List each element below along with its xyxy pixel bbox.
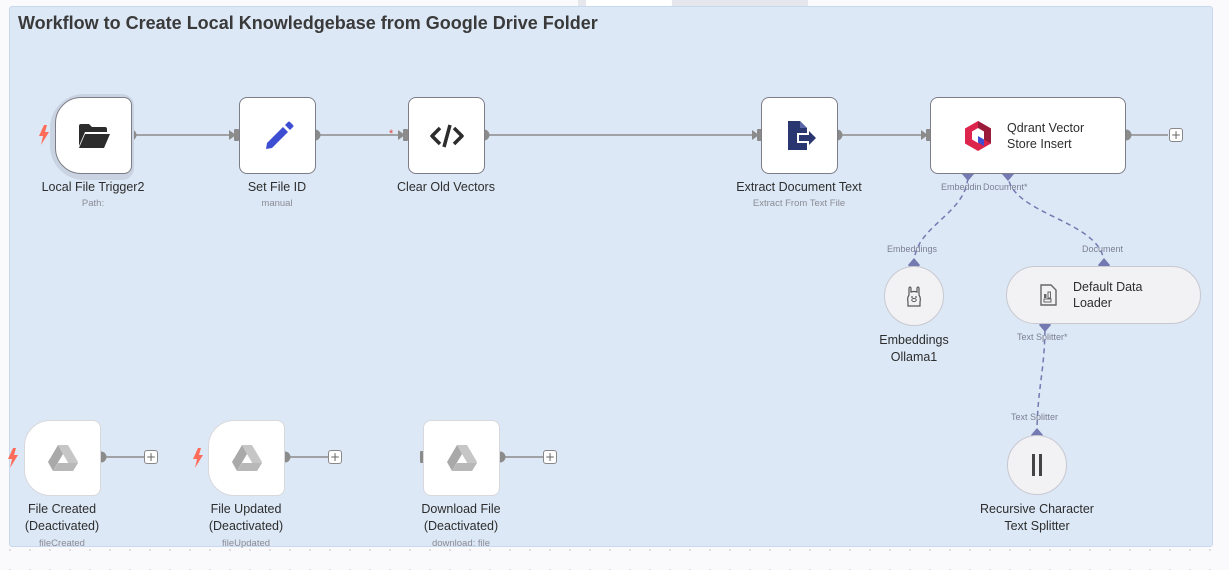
- port-label-loader-document: Document: [1082, 244, 1124, 254]
- node-label-clear-old-vectors: Clear Old Vectors: [397, 180, 495, 194]
- loader-node-title: Default Data Loader: [1073, 279, 1142, 311]
- required-input-marker: *: [389, 128, 394, 140]
- add-node-after-file-created-button[interactable]: +: [144, 450, 158, 464]
- add-node-after-file-updated-button[interactable]: +: [328, 450, 342, 464]
- text-splitter-icon: [1030, 453, 1044, 477]
- node-subtitle-set-file-id: manual: [261, 198, 293, 209]
- loader-title-line1: Default Data: [1073, 280, 1143, 294]
- node-default-data-loader[interactable]: Default Data Loader: [1006, 266, 1201, 324]
- ollama-label-line2: Ollama1: [890, 350, 938, 364]
- download-file-label-line2: (Deactivated): [423, 519, 499, 533]
- splitter-label-line2: Text Splitter: [1004, 519, 1070, 533]
- trigger-bolt-icon: [8, 448, 18, 468]
- file-created-label-line2: (Deactivated): [24, 519, 100, 533]
- pencil-icon: [261, 119, 295, 153]
- node-set-file-id[interactable]: [239, 97, 316, 174]
- node-local-file-trigger[interactable]: [55, 97, 132, 174]
- qdrant-title-line2: Store Insert: [1007, 136, 1072, 151]
- node-download-file[interactable]: [423, 420, 500, 496]
- node-file-created[interactable]: [24, 420, 101, 496]
- node-clear-old-vectors[interactable]: [408, 97, 485, 174]
- node-recursive-text-splitter[interactable]: [1007, 435, 1067, 495]
- google-drive-icon: [446, 444, 478, 472]
- sticky-note-title: Workflow to Create Local Knowledgebase f…: [18, 13, 598, 33]
- document-export-icon: [783, 119, 817, 153]
- connection-ollama-qdrant: [913, 173, 969, 265]
- file-updated-label-line2: (Deactivated): [208, 519, 284, 533]
- top-panel-tab-active[interactable]: [586, 0, 672, 8]
- folder-icon: [77, 122, 111, 150]
- node-label-set-file-id: Set File ID: [247, 180, 307, 194]
- node-subtitle-download-file: download: file: [431, 538, 491, 549]
- file-updated-label-line1: File Updated: [210, 502, 282, 516]
- node-qdrant-vector-store-insert[interactable]: Qdrant Vector Store Insert: [930, 97, 1126, 174]
- add-node-after-download-file-button[interactable]: +: [543, 450, 557, 464]
- google-drive-icon: [47, 444, 79, 472]
- port-label-document: Document*: [983, 182, 1028, 192]
- node-extract-document-text[interactable]: [761, 97, 838, 174]
- trigger-bolt-icon: [39, 125, 49, 145]
- node-subtitle-local-file-trigger: Path:: [81, 198, 105, 209]
- loader-title-line2: Loader: [1073, 296, 1112, 310]
- qdrant-node-title: Qdrant Vector Store Insert: [1007, 120, 1084, 152]
- node-label-download-file: Download File (Deactivated): [421, 501, 500, 535]
- trigger-bolt-icon: [193, 448, 203, 468]
- file-created-label-line1: File Created: [27, 502, 97, 516]
- ollama-icon: [904, 285, 924, 307]
- connection-splitter-loader: [1036, 324, 1046, 435]
- node-label-embeddings-ollama: Embeddings Ollama1: [879, 332, 949, 366]
- node-subtitle-file-created: fileCreated: [39, 538, 85, 549]
- node-label-file-updated: File Updated (Deactivated): [209, 501, 283, 535]
- ollama-label-line1: Embeddings: [879, 333, 949, 347]
- port-label-embedding: Embeddin: [941, 182, 982, 192]
- node-embeddings-ollama[interactable]: [884, 266, 944, 326]
- code-icon: [429, 123, 464, 149]
- node-subtitle-file-updated: fileUpdated: [221, 538, 271, 549]
- port-label-loader-text-splitter: Text Splitter*: [1017, 332, 1068, 342]
- qdrant-title-line1: Qdrant Vector: [1007, 120, 1085, 135]
- qdrant-icon: [963, 120, 993, 152]
- node-label-recursive-text-splitter: Recursive Character Text Splitter: [980, 501, 1094, 535]
- port-label-splitter: Text Splitter: [1011, 412, 1059, 422]
- node-label-file-created: File Created (Deactivated): [25, 501, 99, 535]
- google-drive-icon: [231, 444, 263, 472]
- port-label-ollama-embeddings: Embeddings: [887, 244, 938, 254]
- node-subtitle-extract-document-text: Extract From Text File: [752, 198, 846, 209]
- node-label-local-file-trigger: Local File Trigger2: [41, 180, 145, 194]
- data-loader-icon: [1039, 284, 1057, 306]
- download-file-label-line1: Download File: [421, 502, 501, 516]
- node-file-updated[interactable]: [208, 420, 285, 496]
- splitter-label-line1: Recursive Character: [980, 502, 1094, 516]
- add-node-after-qdrant-button[interactable]: +: [1169, 128, 1183, 142]
- node-label-extract-document-text: Extract Document Text: [736, 180, 862, 194]
